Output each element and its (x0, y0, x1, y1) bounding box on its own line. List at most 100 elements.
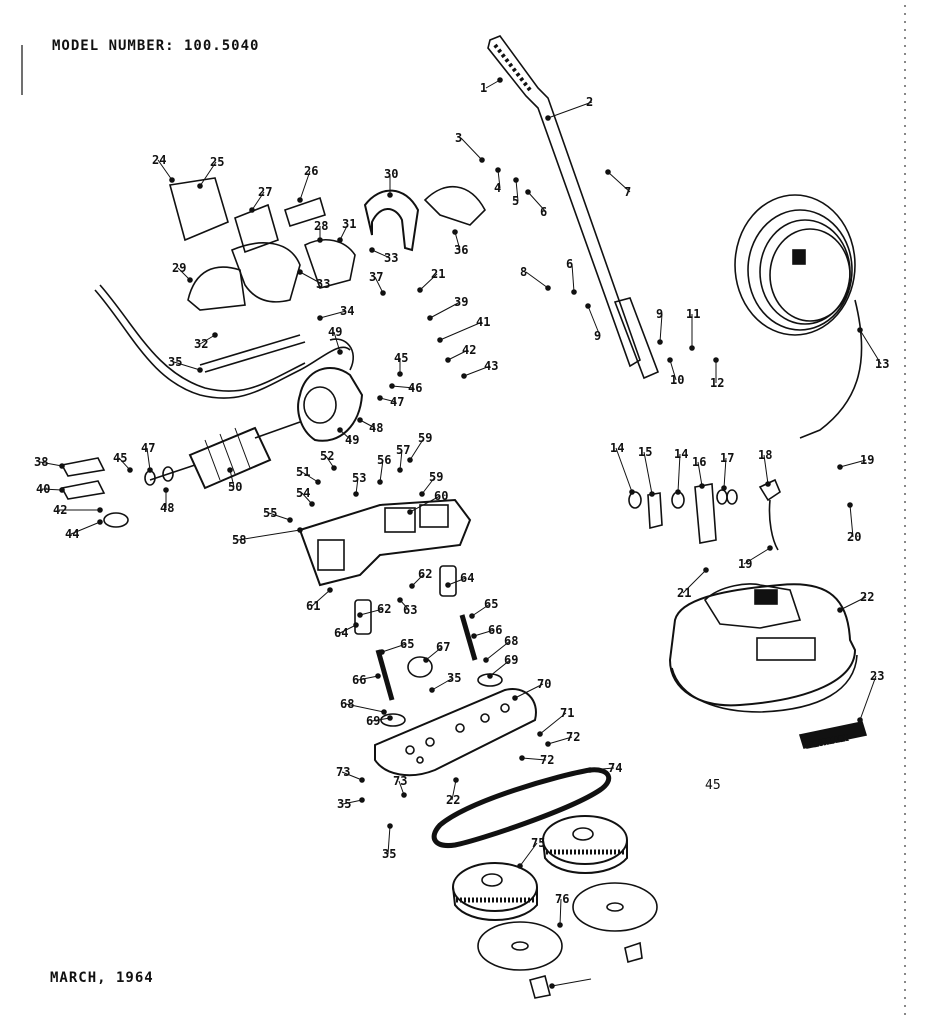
part-number-label: 60 (434, 489, 448, 503)
callout-leader-line (268, 512, 291, 521)
wire-harness (94, 284, 351, 399)
brushes (452, 815, 628, 921)
callout-leader-line (571, 263, 575, 293)
callout-leader-end (381, 709, 387, 715)
callout-leader-end (629, 489, 635, 495)
callout-leader-line (409, 437, 425, 461)
callout-leader-line (659, 313, 663, 343)
part-number-label: 18 (758, 448, 772, 462)
callout-leader-line (669, 359, 677, 381)
callout-leader-line (301, 471, 319, 483)
callout-leader-line (299, 271, 323, 285)
callout-leader-end (487, 673, 493, 679)
callout-leader-end (423, 657, 429, 663)
callout-leader-line (357, 675, 379, 681)
part-number-label: 6 (566, 257, 573, 271)
callout-leader-end (357, 612, 363, 618)
part-number-label: 14 (674, 447, 688, 461)
part-number-label: 19 (860, 453, 874, 467)
callout-leader-line (859, 675, 877, 721)
part-number-label: 68 (504, 634, 518, 648)
callout-leader-line (431, 677, 454, 691)
callout-leader-end (397, 467, 403, 473)
callout-leader-end (287, 517, 293, 523)
callout-leader-end (713, 357, 719, 363)
part-number-label: 42 (53, 503, 67, 517)
callout-leader-line (839, 459, 867, 468)
callout-leader-end (703, 567, 709, 573)
part-number-label: 46 (408, 381, 422, 395)
callout-leader-line (527, 191, 547, 213)
callout-leader-line (515, 179, 519, 202)
part-number-label: 74 (608, 761, 622, 775)
callout-leader-line (497, 169, 501, 189)
callout-leader-line (559, 898, 562, 926)
callout-leader-end (517, 863, 523, 869)
callout-leader-end (163, 487, 169, 493)
callout-leader-line (251, 191, 265, 211)
callout-leader-line (421, 476, 436, 495)
callout-leader-end (471, 633, 477, 639)
part-number-label: 16 (692, 455, 706, 469)
callout-leader-end (212, 332, 218, 338)
callout-leader-end (571, 289, 577, 295)
callout-leader-end (837, 607, 843, 613)
part-number-label: 47 (390, 395, 404, 409)
part-number-label: 14 (610, 441, 624, 455)
callout-leader-line (677, 453, 681, 493)
callout-leader-end (227, 467, 233, 473)
part-number-label: 19 (738, 557, 752, 571)
callout-leader-end (519, 755, 525, 761)
part-number-label: 2 (586, 95, 593, 109)
callout-leader-line (342, 799, 363, 805)
callout-leader-line (341, 771, 363, 781)
upper-brackets (168, 177, 486, 311)
callout-leader-end (557, 922, 563, 928)
callout-leader-line (723, 457, 727, 489)
callout-leader-line (615, 447, 633, 493)
callout-leader-end (331, 465, 337, 471)
part-number-label: 49 (328, 325, 342, 339)
motor-field (297, 338, 364, 442)
callout-leader-line (514, 683, 544, 699)
callout-leader-line (547, 736, 573, 745)
part-number-label: 57 (396, 443, 410, 457)
callout-leader-end (317, 237, 323, 243)
part-number-label: 66 (488, 623, 502, 637)
callout-leader-line (409, 495, 441, 513)
callout-leader-end (429, 687, 435, 693)
callout-leader-end (497, 77, 503, 83)
part-number-label: 39 (454, 295, 468, 309)
part-number-label: 55 (263, 506, 277, 520)
callout-leader-line (489, 659, 511, 677)
part-number-label: 41 (476, 315, 490, 329)
callout-leader-end (375, 673, 381, 679)
part-number-label: 13 (875, 357, 889, 371)
callout-leader-line (299, 170, 311, 201)
callout-leader-line (41, 488, 63, 491)
part-number-label: 72 (566, 730, 580, 744)
callout-leader-end (417, 287, 423, 293)
callout-leader-end (169, 177, 175, 183)
callout-leader-end (587, 767, 593, 773)
page-mark: 45 (705, 778, 721, 793)
callout-leader-line (387, 825, 391, 855)
callout-leader-end (127, 467, 133, 473)
gear-housing (298, 498, 472, 587)
callout-leader-end (369, 247, 375, 253)
part-number-label: 38 (34, 455, 48, 469)
part-number-label: 69 (504, 653, 518, 667)
callout-leader-end (765, 481, 771, 487)
callout-leader-line (379, 459, 384, 483)
part-number-label: 8 (520, 265, 527, 279)
callout-leader-end (549, 983, 555, 989)
callout-leader-end (317, 315, 323, 321)
part-number-label: 62 (377, 602, 391, 616)
callout-leader-end (453, 777, 459, 783)
callout-leader-line (371, 249, 391, 259)
handle-assembly (487, 35, 660, 380)
callout-leader-line (311, 589, 331, 607)
callout-leader-end (315, 479, 321, 485)
callout-leader-end (297, 269, 303, 275)
